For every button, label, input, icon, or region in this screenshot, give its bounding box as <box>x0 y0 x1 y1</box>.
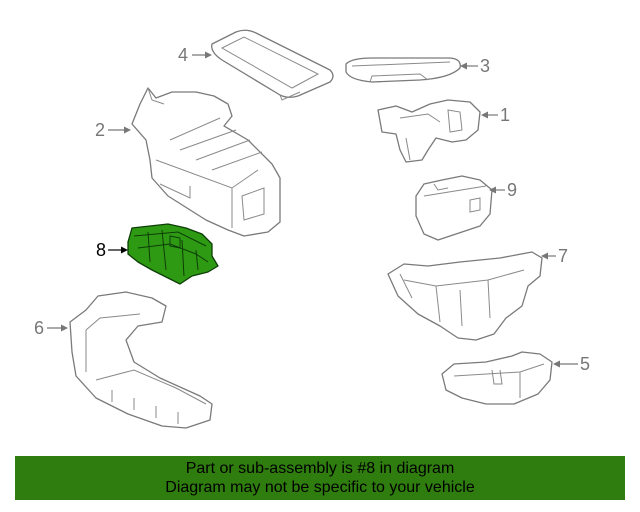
svg-text:9: 9 <box>507 180 517 200</box>
callout-5: 5 <box>553 354 590 374</box>
banner-line-disclaimer: Diagram may not be specific to your vehi… <box>165 479 475 496</box>
part-7-lower-box[interactable] <box>387 251 543 341</box>
callout-6: 6 <box>34 318 68 338</box>
svg-text:5: 5 <box>580 354 590 374</box>
callout-9: 9 <box>489 180 517 200</box>
svg-text:8: 8 <box>96 240 106 260</box>
svg-text:4: 4 <box>178 45 188 65</box>
svg-text:7: 7 <box>558 246 568 266</box>
svg-text:3: 3 <box>480 56 490 76</box>
part-6-tray[interactable] <box>69 291 213 429</box>
callout-4: 4 <box>178 45 212 65</box>
callout-8: 8 <box>96 240 128 260</box>
callout-1: 1 <box>481 105 510 125</box>
part-4-cover[interactable] <box>211 29 334 101</box>
banner-line-part: Part or sub-assembly is #8 in diagram <box>185 460 455 477</box>
info-banner: Part or sub-assembly is #8 in diagram Di… <box>15 456 625 500</box>
part-9-module[interactable] <box>415 175 493 241</box>
callout-2: 2 <box>95 120 131 140</box>
callout-7: 7 <box>541 246 568 266</box>
part-2-junction-block[interactable] <box>131 87 281 237</box>
svg-text:1: 1 <box>500 105 510 125</box>
part-3-lid[interactable] <box>345 57 461 83</box>
svg-text:6: 6 <box>34 318 44 338</box>
part-1-bracket[interactable] <box>377 99 481 163</box>
callout-3: 3 <box>460 56 490 76</box>
part-8-highlighted[interactable] <box>127 223 219 285</box>
parts-diagram: 4 3 2 1 9 8 7 6 5 <box>34 29 590 429</box>
part-5-base[interactable] <box>441 351 553 405</box>
svg-text:2: 2 <box>95 120 105 140</box>
